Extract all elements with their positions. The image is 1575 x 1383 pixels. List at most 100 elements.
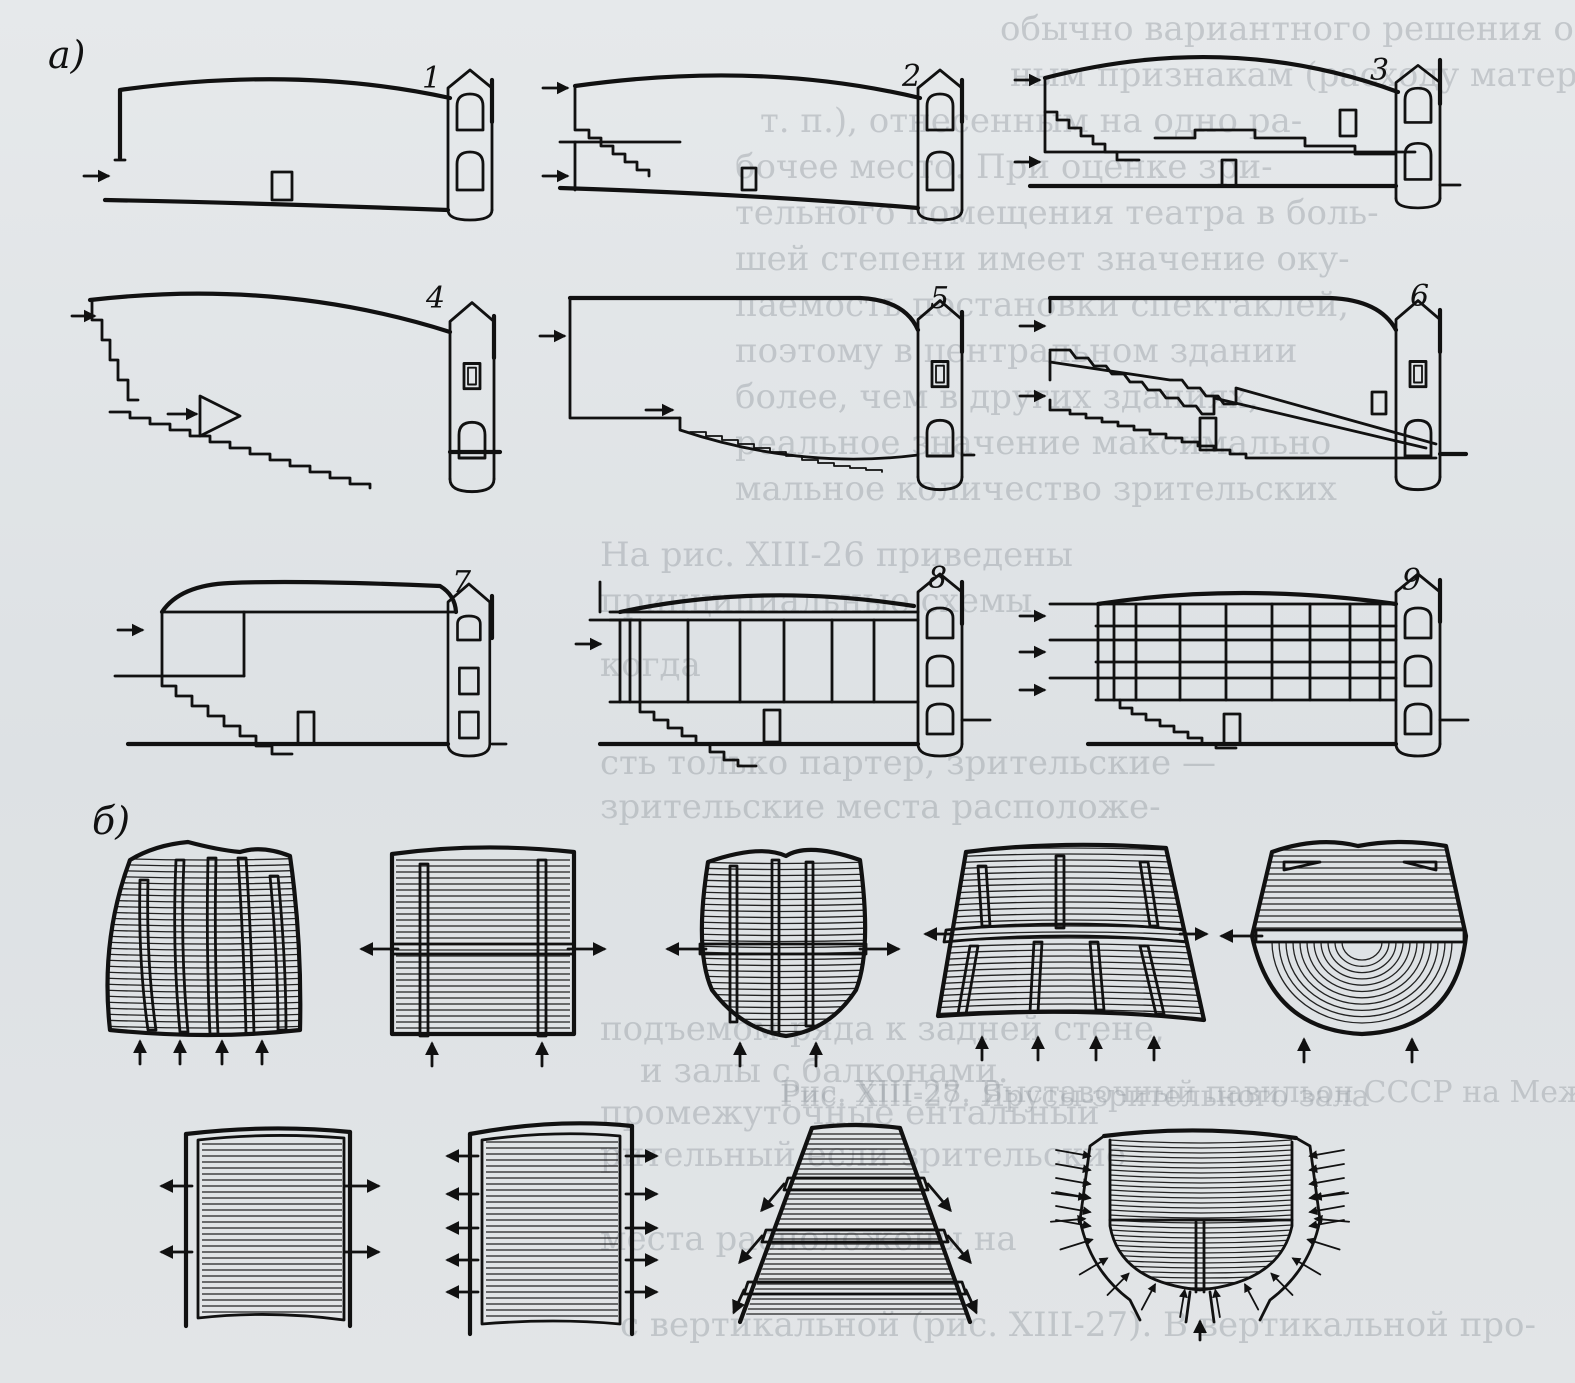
plan-3-horseshoe <box>665 847 901 1068</box>
seat-row <box>701 945 866 949</box>
scheme-7-amphitheatre-over-parterre: 7 <box>113 565 508 758</box>
exit-arrow <box>1291 1257 1322 1276</box>
bg-text-line: зрительские места расположе- <box>600 787 1161 827</box>
seat-row <box>1109 1139 1293 1144</box>
seat-row <box>107 1025 301 1029</box>
bg-text-line: На рис. XIII-26 приведены <box>600 535 1073 575</box>
seat-row <box>1109 1174 1293 1179</box>
plan-9-exit-arrows <box>1049 1149 1351 1342</box>
seat-row <box>1299 941 1425 999</box>
seat-row <box>1109 1224 1293 1229</box>
seat-row <box>701 993 866 997</box>
scheme-label: 4 <box>425 281 445 316</box>
plan-1-exit-arrows <box>133 1039 269 1066</box>
seat-row <box>1109 1149 1293 1154</box>
seat-row <box>1109 1214 1293 1219</box>
exit-arrow <box>1049 1214 1087 1224</box>
seat-row <box>1327 941 1397 974</box>
scheme-label: 6 <box>1410 279 1429 314</box>
seat-row <box>938 931 1204 937</box>
bg-text-line: мальное количество зрительских <box>735 469 1337 509</box>
scheme-8-tier-galleries: 8 <box>574 561 992 768</box>
seat-row <box>1109 1234 1293 1239</box>
exit-arrow <box>1106 1272 1130 1296</box>
exit-arrow <box>1270 1272 1294 1296</box>
seat-row <box>938 985 1204 991</box>
seat-row <box>1313 941 1411 986</box>
seat-row <box>938 871 1204 877</box>
seat-row <box>701 981 866 985</box>
seat-row <box>1109 1254 1293 1259</box>
plan-2-rectangular-cross-aisle <box>359 845 607 1068</box>
scheme-2-parterre-balcony: 2 <box>541 59 965 222</box>
seat-row <box>701 1011 866 1015</box>
bg-text-line: поэтому в центральном здании <box>735 331 1297 371</box>
seat-row <box>107 1007 301 1011</box>
seat-row <box>1278 941 1446 1018</box>
scheme-label: 9 <box>1402 563 1421 598</box>
seat-row <box>1109 1279 1293 1284</box>
seat-row <box>701 1017 866 1021</box>
seat-row <box>1306 941 1418 993</box>
seat-row <box>1271 941 1453 1024</box>
seat-row <box>701 891 866 895</box>
seat-row <box>701 897 866 901</box>
plan-1-fan-radial-aisles <box>105 839 303 1066</box>
plan-9-oval-radial-exits <box>1049 1128 1351 1342</box>
scheme-label: 1 <box>422 61 441 96</box>
seat-row <box>1109 1284 1293 1289</box>
exit-arrow <box>1313 1214 1351 1224</box>
seat-row <box>701 885 866 889</box>
seat-row <box>1109 1189 1293 1194</box>
seat-row <box>938 949 1204 955</box>
scheme-5-raked-amphitheatre: 5 <box>538 281 976 492</box>
exit-arrow <box>1308 1149 1345 1160</box>
exit-arrow <box>1308 1191 1345 1202</box>
seat-row <box>701 867 866 871</box>
bg-text-line: ным признакам (расходу материалов, трудо… <box>1010 55 1575 95</box>
seat-row <box>1109 1244 1293 1249</box>
bg-text-line: тельного помещения театра в боль- <box>735 193 1379 233</box>
bg-text-line: сть только партер, зрительские — <box>600 743 1216 783</box>
exit-arrow <box>1212 1288 1222 1318</box>
seat-row <box>701 1029 866 1033</box>
bg-text-line: с вертикальной (рис. XIII-27). В вертика… <box>620 1305 1536 1345</box>
seat-row <box>938 943 1204 949</box>
seat-row <box>701 969 866 973</box>
exit-arrow <box>1078 1257 1109 1276</box>
seat-row <box>938 895 1204 901</box>
seat-row <box>1109 1179 1293 1184</box>
seat-row <box>107 887 301 891</box>
exit-arrow <box>1244 1283 1260 1311</box>
plan-5-amphitheatre <box>1219 839 1469 1064</box>
seat-row <box>107 893 301 897</box>
seat-row <box>107 935 301 939</box>
bg-text-line: Рис. XIII-27. Ярусы зрительного зала <box>780 1079 1370 1114</box>
scheme-4-raked-with-box: 4 <box>70 281 503 494</box>
seat-row <box>1109 1159 1293 1164</box>
exit-arrow <box>1055 1163 1092 1174</box>
seat-row <box>938 997 1204 1003</box>
plan-7-exit-arrows <box>445 1149 659 1299</box>
seat-row <box>1320 941 1404 980</box>
seat-row <box>107 917 301 921</box>
bg-text-line: обычно вариантного решения определяется … <box>1000 9 1575 49</box>
seat-row <box>107 881 301 885</box>
seat-row <box>701 927 866 931</box>
scheme-1-parterre: 1 <box>82 61 495 222</box>
seat-row <box>701 939 866 943</box>
seat-row <box>1341 941 1383 961</box>
seat-row <box>938 919 1204 925</box>
seat-row <box>701 915 866 919</box>
seat-row <box>107 959 301 963</box>
exit-arrow <box>1308 1205 1345 1216</box>
exit-arrow <box>1055 1191 1092 1202</box>
bg-text-line: реальное значение максимально <box>735 423 1331 463</box>
scheme-9-multi-tier: 9 <box>1018 563 1470 758</box>
seat-row <box>107 899 301 903</box>
seat-row <box>1109 1144 1293 1149</box>
seat-row <box>938 889 1204 895</box>
seat-row <box>1109 1249 1293 1254</box>
seat-row <box>107 923 301 927</box>
